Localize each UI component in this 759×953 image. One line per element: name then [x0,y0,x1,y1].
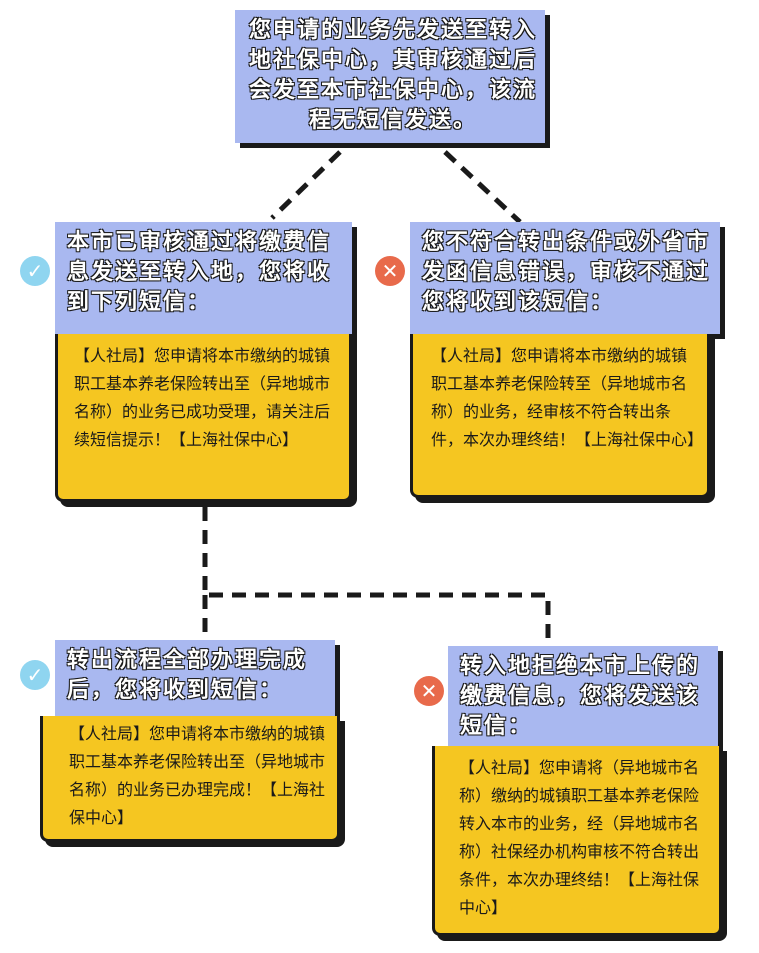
complete-sms-text: 【人社局】您申请将本市缴纳的城镇职工基本养老保险转出至（异地城市名称）的业务已办… [69,724,326,827]
rejected-sms-text: 【人社局】您申请将本市缴纳的城镇职工基本养老保险转至（异地城市名称）的业务，经审… [431,346,704,449]
check-icon: ✓ [20,256,50,286]
complete-sms-box: 【人社局】您申请将本市缴纳的城镇职工基本养老保险转出至（异地城市名称）的业务已办… [40,716,340,842]
rejected-title: 您不符合转出条件或外省市发函信息错误，审核不通过您将收到该短信： [422,230,711,315]
connector-bottom-branch [202,507,551,648]
approved-title: 本市已审核通过将缴费信息发送至转入地，您将收到下列短信： [67,230,332,315]
approved-sms-box: 【人社局】您申请将本市缴纳的城镇职工基本养老保险转出至（异地城市名称）的业务已成… [55,334,352,502]
check-icon: ✓ [20,660,50,690]
top-info-text: 您申请的业务先发送至转入地社保中心，其审核通过后会发至本市社保中心，该流程无短信… [249,18,538,133]
connector-top-left [270,150,342,220]
cross-icon: ✕ [375,256,405,286]
rejected-header: 您不符合转出条件或外省市发函信息错误，审核不通过您将收到该短信： [410,222,720,334]
refused-title: 转入地拒绝本市上传的缴费信息，您将发送该短信： [460,654,701,739]
top-info-box: 您申请的业务先发送至转入地社保中心，其审核通过后会发至本市社保中心，该流程无短信… [235,10,545,143]
connector-top-right [443,150,522,224]
complete-header: 转出流程全部办理完成后，您将收到短信： [55,640,335,716]
rejected-sms-box: 【人社局】您申请将本市缴纳的城镇职工基本养老保险转至（异地城市名称）的业务，经审… [410,334,710,498]
approved-sms-text: 【人社局】您申请将本市缴纳的城镇职工基本养老保险转出至（异地城市名称）的业务已成… [74,346,331,449]
approved-header: 本市已审核通过将缴费信息发送至转入地，您将收到下列短信： [55,222,352,334]
refused-sms-text: 【人社局】您申请将（异地城市名称）缴纳的城镇职工基本养老保险转入本市的业务，经（… [459,758,700,917]
refused-sms-box: 【人社局】您申请将（异地城市名称）缴纳的城镇职工基本养老保险转入本市的业务，经（… [432,746,722,936]
refused-header: 转入地拒绝本市上传的缴费信息，您将发送该短信： [448,646,718,746]
cross-icon: ✕ [414,676,444,706]
complete-title: 转出流程全部办理完成后，您将收到短信： [67,648,308,703]
